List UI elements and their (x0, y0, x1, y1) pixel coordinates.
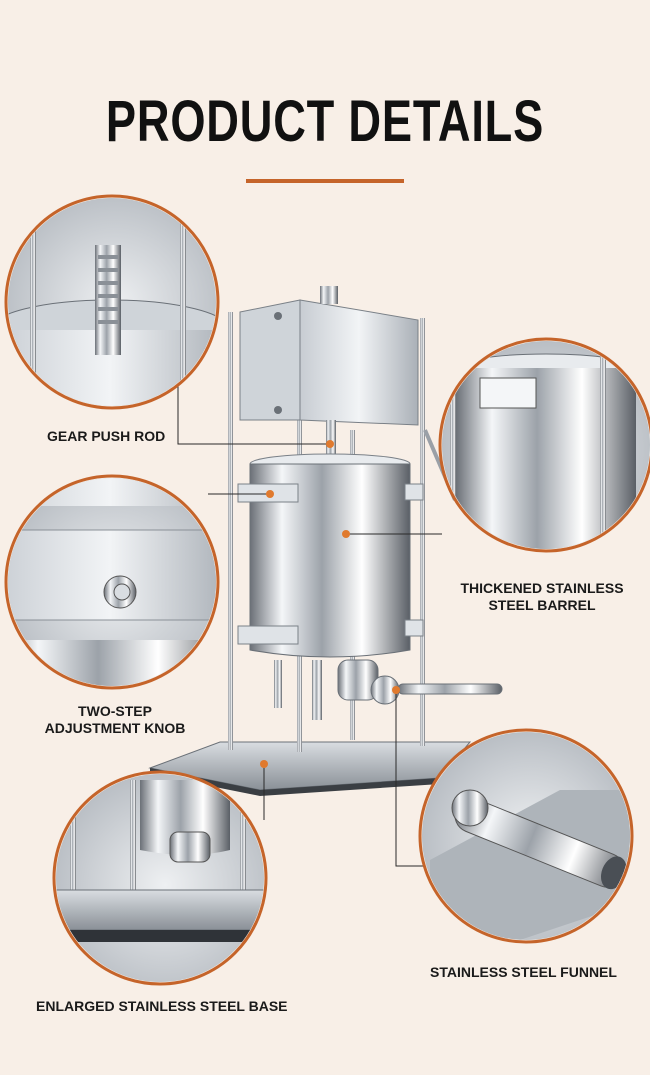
label-knob-line2: ADJUSTMENT KNOB (44, 720, 186, 736)
label-barrel-line1: THICKENED STAINLESS (460, 580, 624, 596)
leader-dots (260, 440, 400, 768)
label-knob: TWO-STEP ADJUSTMENT KNOB (30, 703, 200, 737)
label-barrel-line2: STEEL BARREL (488, 597, 596, 613)
label-base: ENLARGED STAINLESS STEEL BASE (36, 998, 288, 1014)
detail-circle-knob (4, 474, 220, 690)
page-title: PRODUCT DETAILS (105, 89, 545, 154)
title-underline (246, 179, 404, 183)
leader-lines (177, 380, 442, 867)
detail-circle-gear-rod (4, 194, 220, 410)
label-barrel: THICKENED STAINLESS STEEL BARREL (452, 580, 632, 614)
label-funnel: STAINLESS STEEL FUNNEL (430, 964, 617, 980)
detail-circle-base (52, 770, 268, 986)
detail-circle-barrel (438, 337, 650, 553)
label-knob-line1: TWO-STEP (78, 703, 152, 719)
detail-circle-funnel (418, 728, 634, 944)
label-gear-push-rod: GEAR PUSH ROD (47, 428, 166, 444)
